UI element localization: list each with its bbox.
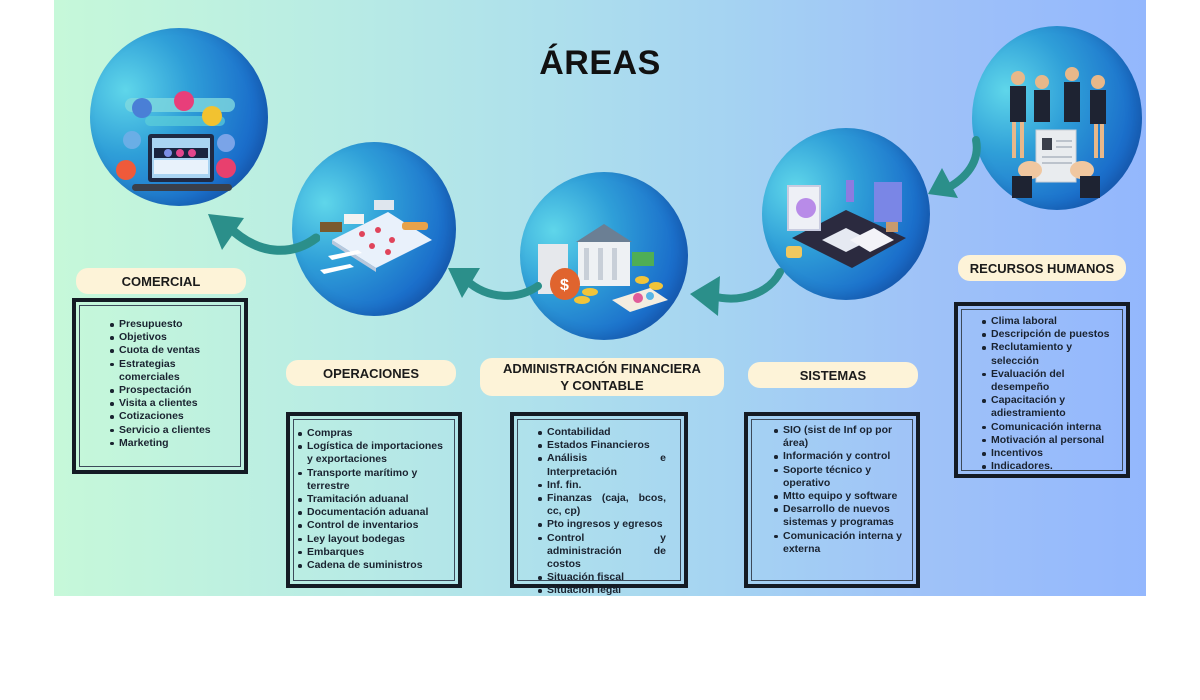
list-item: Documentación aduanal bbox=[298, 506, 450, 519]
svg-text:$: $ bbox=[560, 277, 569, 294]
list-item: Motivación al personal bbox=[982, 434, 1116, 447]
operaciones-illustration-circle bbox=[292, 142, 456, 316]
sistemas-items-list: SIO (sist de Inf op por área) Informació… bbox=[774, 424, 904, 556]
administracion-items-list: Contabilidad Estados Financieros Análisi… bbox=[538, 426, 666, 596]
list-item: Comunicación interna bbox=[982, 421, 1116, 434]
list-item: Control de inventarios bbox=[298, 519, 450, 532]
list-item: Servicio a clientes bbox=[110, 424, 234, 437]
operaciones-label: OPERACIONES bbox=[286, 360, 456, 386]
list-item: Marketing bbox=[110, 437, 234, 450]
arrow-operaciones-to-comercial-icon bbox=[208, 214, 320, 255]
administracion-items-box: Contabilidad Estados Financieros Análisi… bbox=[510, 412, 688, 596]
list-item: Pto ingresos y egresos bbox=[538, 518, 666, 531]
logistics-map-icon bbox=[320, 200, 432, 274]
list-item: Incentivos bbox=[982, 447, 1116, 460]
computer-systems-icon bbox=[786, 180, 906, 268]
list-item: Tramitación aduanal bbox=[298, 493, 450, 506]
bank-finance-icon: $ bbox=[538, 224, 668, 312]
list-item: Análisis e Interpretación bbox=[538, 452, 666, 478]
recursos-humanos-items-box: Clima laboral Descripción de puestos Rec… bbox=[954, 302, 1130, 478]
operaciones-label-text: OPERACIONES bbox=[322, 365, 420, 381]
arrow-sistemas-to-administracion-icon bbox=[690, 268, 784, 316]
sistemas-label-text: SISTEMAS bbox=[799, 367, 867, 383]
list-item: Indicadores. bbox=[982, 460, 1116, 473]
recursos-humanos-illustration-circle bbox=[972, 26, 1142, 210]
comercial-label-text: COMERCIAL bbox=[121, 273, 201, 289]
administracion-label-line1: ADMINISTRACIÓN FINANCIERA bbox=[503, 361, 701, 376]
list-item: Situación legal bbox=[538, 584, 666, 596]
recursos-humanos-label: RECURSOS HUMANOS bbox=[958, 255, 1126, 281]
list-item: Transporte marítimo y terrestre bbox=[298, 467, 450, 493]
list-item: Cadena de suministros bbox=[298, 559, 450, 572]
list-item: Descripción de puestos bbox=[982, 328, 1116, 341]
list-item: Prospectación bbox=[110, 384, 234, 397]
list-item: Logística de importaciones y exportacion… bbox=[298, 440, 450, 466]
sistemas-illustration-circle bbox=[762, 128, 930, 300]
administracion-label: ADMINISTRACIÓN FINANCIERA Y CONTABLE bbox=[480, 358, 724, 396]
list-item: Soporte técnico y operativo bbox=[774, 464, 904, 490]
list-item: Control y administración de costos bbox=[538, 532, 666, 572]
arrow-administracion-to-operaciones-icon bbox=[448, 268, 542, 300]
list-item: Estados Financieros bbox=[538, 439, 666, 452]
list-item: Compras bbox=[298, 427, 450, 440]
page-title: ÁREAS bbox=[539, 44, 661, 82]
list-item: Cuota de ventas bbox=[110, 344, 234, 357]
recursos-humanos-items-list: Clima laboral Descripción de puestos Rec… bbox=[982, 315, 1116, 473]
list-item: Embarques bbox=[298, 546, 450, 559]
list-item: Información y control bbox=[774, 450, 904, 463]
list-item: Clima laboral bbox=[982, 315, 1116, 328]
comercial-items-list: Presupuesto Objetivos Cuota de ventas Es… bbox=[110, 318, 234, 450]
list-item: Objetivos bbox=[110, 331, 234, 344]
list-item: Mtto equipo y software bbox=[774, 490, 904, 503]
sistemas-label: SISTEMAS bbox=[748, 362, 918, 388]
sistemas-items-box: SIO (sist de Inf op por área) Informació… bbox=[744, 412, 920, 588]
list-item: Ley layout bodegas bbox=[298, 533, 450, 546]
list-item: Inf. fin. bbox=[538, 479, 666, 492]
operaciones-items-list: Compras Logística de importaciones y exp… bbox=[298, 427, 450, 572]
hr-team-resume-icon bbox=[1010, 67, 1106, 198]
comercial-items-box: Presupuesto Objetivos Cuota de ventas Es… bbox=[72, 298, 248, 474]
list-item: Evaluación del desempeño bbox=[982, 368, 1116, 394]
list-item: Estrategias comerciales bbox=[110, 358, 234, 384]
laptop-marketing-icon bbox=[116, 91, 236, 191]
list-item: Capacitación y adiestramiento bbox=[982, 394, 1116, 420]
administracion-label-line2: Y CONTABLE bbox=[560, 378, 644, 393]
list-item: Situación fiscal bbox=[538, 571, 666, 584]
comercial-label: COMERCIAL bbox=[76, 268, 246, 294]
list-item: Finanzas (caja, bcos, cc, cp) bbox=[538, 492, 666, 518]
list-item: Desarrollo de nuevos sistemas y programa… bbox=[774, 503, 904, 529]
arrow-recursos-humanos-to-sistemas-icon bbox=[928, 136, 981, 198]
administracion-illustration-circle: $ bbox=[520, 172, 688, 340]
list-item: Comunicación interna y externa bbox=[774, 530, 904, 556]
list-item: Contabilidad bbox=[538, 426, 666, 439]
recursos-humanos-label-text: RECURSOS HUMANOS bbox=[969, 260, 1115, 276]
list-item: Cotizaciones bbox=[110, 410, 234, 423]
operaciones-items-box: Compras Logística de importaciones y exp… bbox=[286, 412, 462, 588]
areas-diagram-panel: ÁREAS bbox=[54, 0, 1146, 596]
comercial-illustration-circle bbox=[90, 28, 268, 206]
list-item: SIO (sist de Inf op por área) bbox=[774, 424, 904, 450]
list-item: Reclutamiento y selección bbox=[982, 341, 1116, 367]
list-item: Presupuesto bbox=[110, 318, 234, 331]
list-item: Visita a clientes bbox=[110, 397, 234, 410]
